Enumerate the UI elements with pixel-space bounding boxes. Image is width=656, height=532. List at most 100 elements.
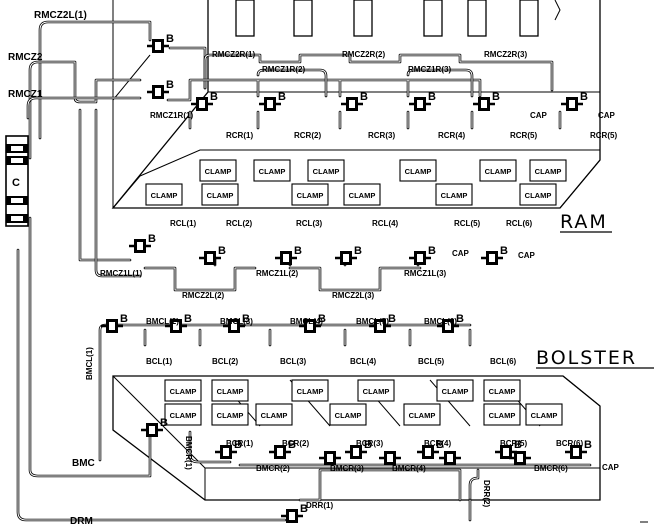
b-label: B [242,313,250,325]
label-c: C [12,177,20,189]
b-label: B [500,245,508,257]
b-label: B [300,503,308,515]
clamp-label: CLAMP [335,411,362,420]
label-rcr-1: RCR(1) [226,131,253,140]
label-bcr-1: BCR(1) [226,439,253,448]
b-label: B [428,91,436,103]
connector-pin-icon [109,322,115,330]
label-rmcz2l-2: RMCZ2L(2) [182,291,225,300]
clamp-box [519,183,557,206]
connector-pin-icon [173,322,179,330]
clamp-label: CLAMP [151,191,178,200]
connector-pin-icon [231,322,237,330]
label-rcr-5: RCR(5) [510,131,537,140]
label-drr-2: DRR(2) [482,480,491,507]
clamp-box [436,379,474,402]
label-bcr-5: BCR(5) [500,439,527,448]
frame-outlines [111,0,648,523]
clamp-label: CLAMP [297,387,324,396]
clamp-label: CLAMP [259,167,286,176]
connector-pin-icon [155,88,161,96]
clamp-label: CLAMP [170,387,197,396]
ram-die-block [111,149,601,209]
label-bolster: BOLSTER [536,347,637,369]
clamp-box [525,403,563,426]
b-label: B [364,439,372,451]
connector-pin-icon [489,254,495,262]
clamp-label: CLAMP [525,191,552,200]
connector-pin-icon [267,100,273,108]
label-bmc: BMC [72,458,95,469]
label-rcr-2: RCR(2) [294,131,321,140]
cable-rcl-taps-core [214,257,419,266]
label-rcr-5b: RCR(5) [590,131,617,140]
label-bcr-3: BCR(3) [356,439,383,448]
clamp-box [479,159,517,182]
b-label: B [288,439,296,451]
connector-pin-icon [417,100,423,108]
label-bcr-4: BCR(4) [424,439,451,448]
connector-pin-icon [349,100,355,108]
label-bcl-1: BCL(1) [146,357,173,366]
diagram-labels: RMCZ2L(1)RMCZ2RMCZ1CRMCZ2R(1)RMCZ2R(2)RM… [8,10,654,527]
c-block-port-hole-icon [11,158,23,163]
cable-rmcz1l1 [94,108,142,278]
b-label: B [166,79,174,91]
label-bcl-3: BCL(3) [280,357,307,366]
clamp-label: CLAMP [405,167,432,176]
clamp-box [164,403,202,426]
label-bmcl-1: BMCL(1) [85,347,94,380]
clamp-box [483,379,521,402]
cable-rmcz2-core [29,61,141,159]
clamp-box [255,403,293,426]
label-cap: CAP [518,251,536,260]
b-label: B [428,245,436,257]
label-rcl-6: RCL(6) [506,219,533,228]
b-label: B [210,91,218,103]
label-rcl-2: RCL(2) [226,219,253,228]
label-bcl-6: BCL(6) [490,357,517,366]
b-label: B [354,245,362,257]
cable-drm-core [17,249,286,521]
clamp-label: CLAMP [535,167,562,176]
cable-rcr-drops [188,110,562,130]
break-mark [554,0,561,21]
cable-rmcz2r-feed-core [169,47,206,89]
label-ram: RAM [560,211,608,233]
b-label: B [148,233,156,245]
clamp-label: CLAMP [207,191,234,200]
clamp-box [145,183,183,206]
clamp-label: CLAMP [313,167,340,176]
clamp-label: CLAMP [489,411,516,420]
clamp-box [403,403,441,426]
connector-pin-icon [387,454,393,462]
clamp-box [291,379,329,402]
connector-pin-icon [277,448,283,456]
label-bcl-2: BCL(2) [212,357,239,366]
label-bcr-2: BCR(2) [282,439,309,448]
label-rmcz1l-3: RMCZ1L(3) [404,269,447,278]
label-bcl-4: BCL(4) [350,357,377,366]
label-bmcr-4: BMCR(4) [392,464,426,473]
connector-pin-icon [569,100,575,108]
clamp-boxes: CLAMP CLAMP CLAMP CLAMP CLAMP CLAMP CLAMP CLAMP… [145,159,567,426]
cable-rmcz2l2 [143,266,257,292]
cable-rmcz1-down-core [79,109,131,261]
b-label: B [436,439,444,451]
connector-pin-icon [417,254,423,262]
b-label: B [580,91,588,103]
connector-pin-icon [155,42,161,50]
cable-rcl-taps [213,256,420,267]
clamp-box [329,403,367,426]
ram-window [423,0,443,37]
b-label: B [318,313,326,325]
c-block-port-hole-icon [11,216,23,221]
connector-pin-icon [481,100,487,108]
clamp-box [529,159,567,182]
label-rmcz1r-3: RMCZ1R(3) [408,65,451,74]
b-label: B [160,417,168,429]
cable-rmcz2 [28,60,142,160]
label-rmcz2: RMCZ2 [8,52,43,63]
